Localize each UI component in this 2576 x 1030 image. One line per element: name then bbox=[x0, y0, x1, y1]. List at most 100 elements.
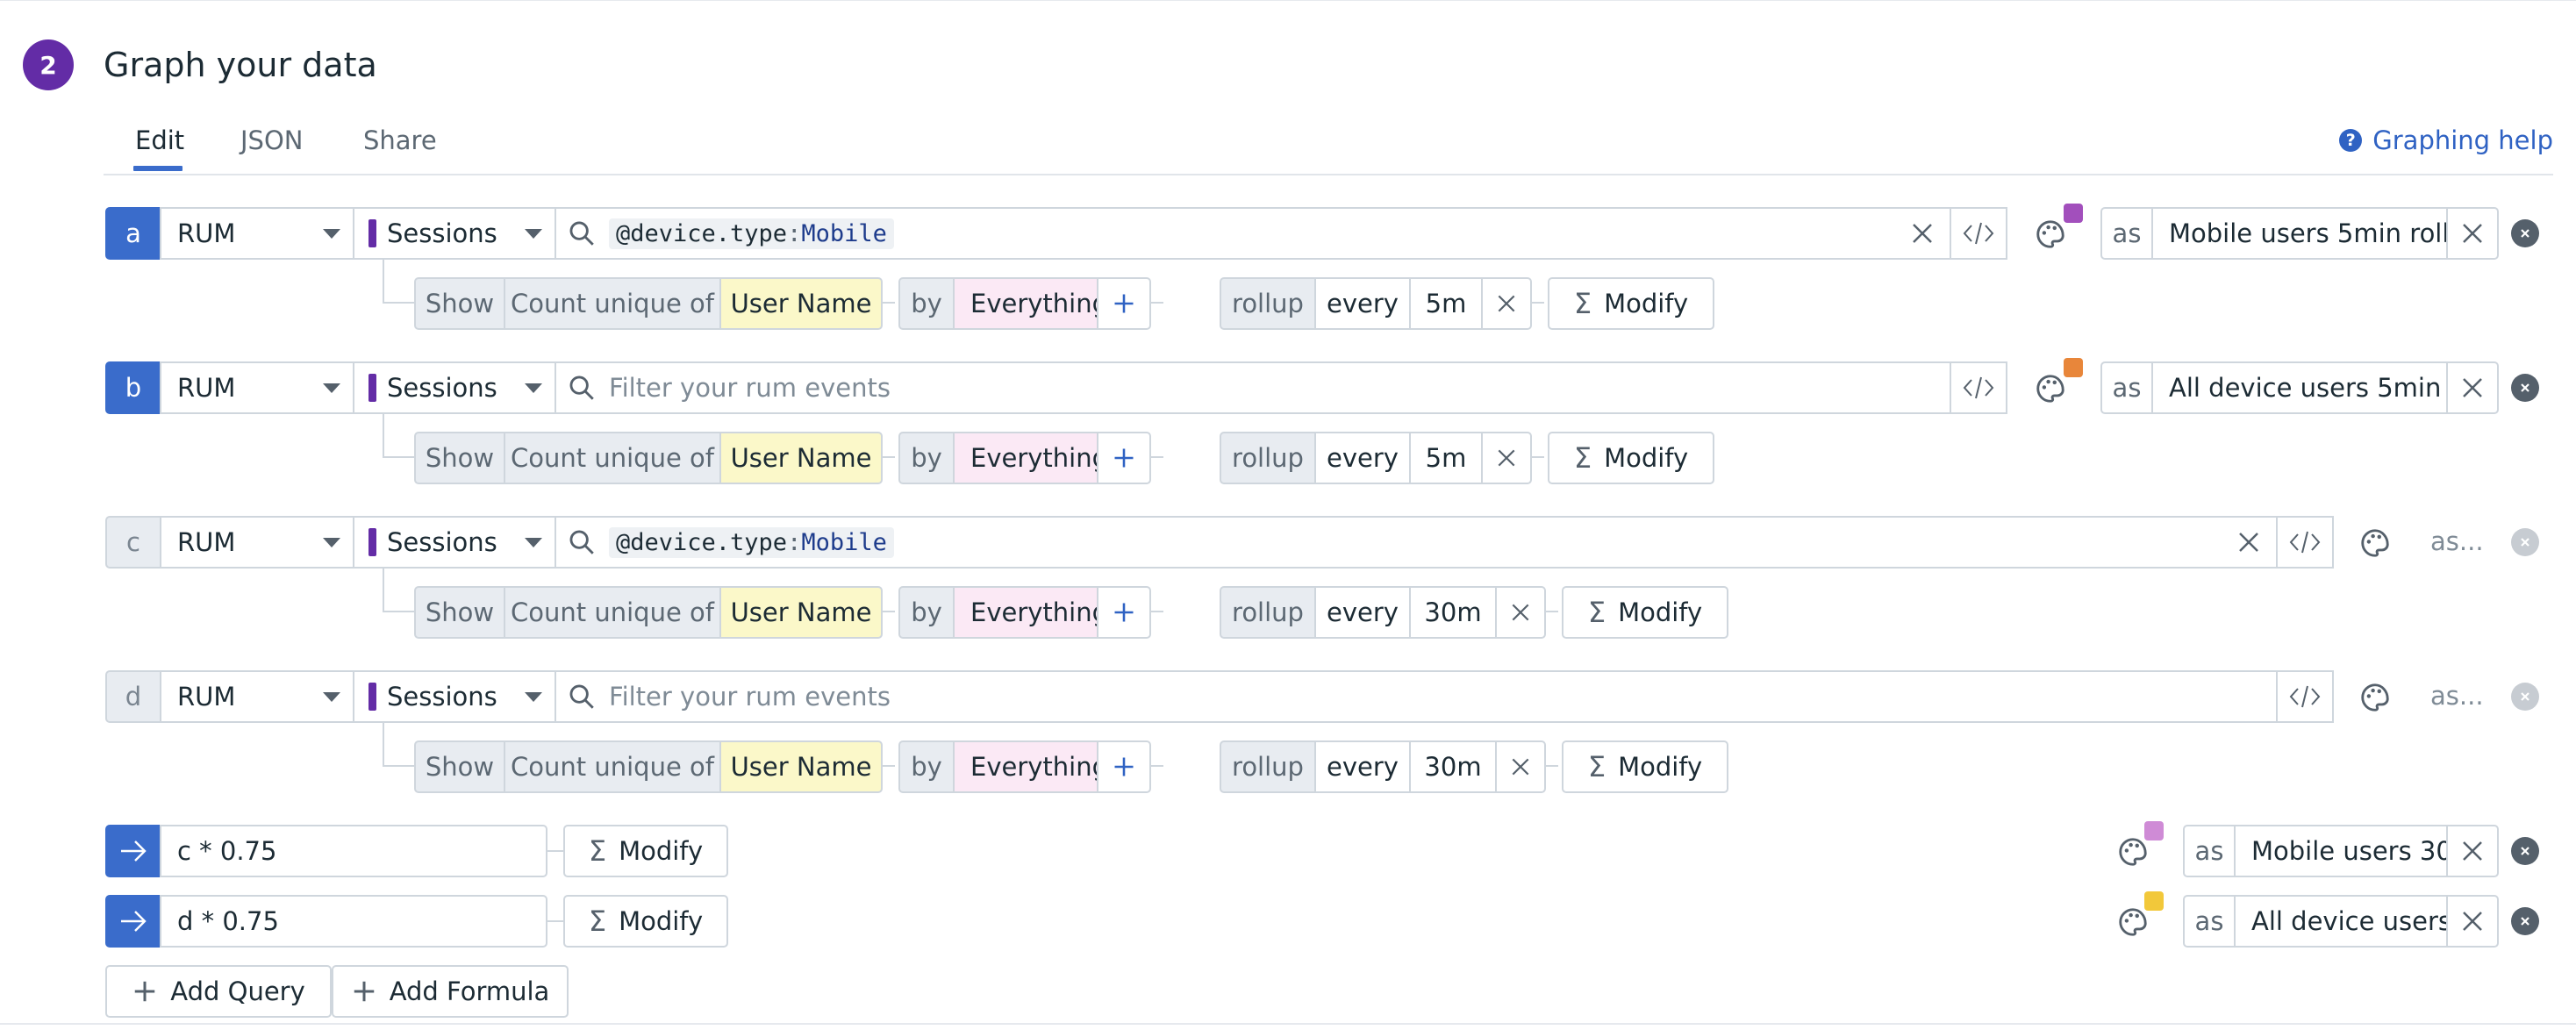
sigma-icon: Σ bbox=[588, 834, 607, 868]
search-query-input-c[interactable]: @device.type:Mobile bbox=[555, 516, 2278, 569]
source-select-b[interactable]: RUM bbox=[160, 361, 354, 414]
alias-input-b[interactable]: All device users 5min r bbox=[2151, 361, 2448, 414]
remove-formula-button-1[interactable] bbox=[2511, 837, 2539, 865]
palette-icon[interactable] bbox=[2358, 526, 2392, 560]
formula-arrow-2[interactable] bbox=[105, 895, 161, 948]
remove-rollup-button-c[interactable] bbox=[1495, 586, 1546, 639]
source-select-c[interactable]: RUM bbox=[160, 516, 354, 569]
query-letter-d[interactable]: d bbox=[105, 670, 161, 723]
dataset-select-a[interactable]: Sessions bbox=[353, 207, 556, 260]
formula-input-1[interactable]: c * 0.75 bbox=[160, 825, 547, 877]
bottom-divider bbox=[0, 1023, 2576, 1025]
add-formula-button[interactable]: Add Formula bbox=[332, 965, 569, 1018]
formula-modify-button-1[interactable]: Σ Modify bbox=[563, 825, 728, 877]
alias-input-a[interactable]: Mobile users 5min roll bbox=[2151, 207, 2448, 260]
measure-select-b[interactable]: User Name bbox=[719, 432, 883, 484]
dataset-select-d[interactable]: Sessions bbox=[353, 670, 556, 723]
alias-placeholder-c[interactable]: as... bbox=[2430, 526, 2484, 556]
aggregation-select-c[interactable]: Count unique of bbox=[504, 586, 721, 639]
modify-button-a[interactable]: Σ Modify bbox=[1548, 277, 1714, 330]
tree-connector bbox=[383, 723, 384, 767]
rollup-interval-a[interactable]: 5m bbox=[1409, 277, 1483, 330]
formula-input-2[interactable]: d * 0.75 bbox=[160, 895, 547, 948]
remove-circle-icon bbox=[2521, 917, 2529, 926]
palette-icon[interactable] bbox=[2116, 905, 2150, 939]
remove-formula-button-2[interactable] bbox=[2511, 907, 2539, 935]
clear-search-icon[interactable] bbox=[1909, 220, 1936, 247]
query-letter-c[interactable]: c bbox=[105, 516, 161, 569]
measure-select-c[interactable]: User Name bbox=[719, 586, 883, 639]
dataset-select-b[interactable]: Sessions bbox=[353, 361, 556, 414]
series-color-swatch-a[interactable] bbox=[2064, 204, 2083, 223]
palette-icon[interactable] bbox=[2034, 218, 2067, 251]
clear-alias-button-f2[interactable] bbox=[2446, 895, 2499, 948]
remove-query-button-a[interactable] bbox=[2511, 219, 2539, 247]
search-query-input-a[interactable]: @device.type:Mobile bbox=[555, 207, 1951, 260]
query-letter-b[interactable]: b bbox=[105, 361, 161, 414]
search-query-input-b[interactable]: Filter your rum events bbox=[555, 361, 1951, 414]
rollup-method-a[interactable]: every bbox=[1314, 277, 1411, 330]
add-group-button-c[interactable] bbox=[1097, 586, 1151, 639]
add-query-button[interactable]: Add Query bbox=[105, 965, 332, 1018]
source-select-d[interactable]: RUM bbox=[160, 670, 354, 723]
rollup-method-b[interactable]: every bbox=[1314, 432, 1411, 484]
clear-alias-button-a[interactable] bbox=[2446, 207, 2499, 260]
alias-placeholder-d[interactable]: as... bbox=[2430, 681, 2484, 711]
tab-edit[interactable]: Edit bbox=[135, 125, 185, 155]
close-icon bbox=[2463, 841, 2482, 861]
remove-query-button-c[interactable] bbox=[2511, 528, 2539, 556]
rollup-method-d[interactable]: every bbox=[1314, 740, 1411, 793]
add-group-button-b[interactable] bbox=[1097, 432, 1151, 484]
modify-button-b[interactable]: Σ Modify bbox=[1548, 432, 1714, 484]
query-letter-a[interactable]: a bbox=[105, 207, 161, 260]
code-view-button-c[interactable] bbox=[2276, 516, 2334, 569]
remove-query-button-b[interactable] bbox=[2511, 374, 2539, 402]
search-query-input-d[interactable]: Filter your rum events bbox=[555, 670, 2278, 723]
remove-rollup-button-d[interactable] bbox=[1495, 740, 1546, 793]
rollup-interval-b[interactable]: 5m bbox=[1409, 432, 1483, 484]
remove-rollup-button-a[interactable] bbox=[1481, 277, 1532, 330]
modify-button-d[interactable]: Σ Modify bbox=[1562, 740, 1728, 793]
series-color-swatch-f2[interactable] bbox=[2144, 891, 2164, 911]
query-tag[interactable]: @device.type:Mobile bbox=[609, 526, 894, 558]
clear-alias-button-b[interactable] bbox=[2446, 361, 2499, 414]
code-view-button-d[interactable] bbox=[2276, 670, 2334, 723]
code-view-button-b[interactable] bbox=[1950, 361, 2007, 414]
sigma-icon: Σ bbox=[1573, 287, 1592, 320]
clear-alias-button-f1[interactable] bbox=[2446, 825, 2499, 877]
measure-select-a[interactable]: User Name bbox=[719, 277, 883, 330]
group-by-tag-a[interactable]: Everything bbox=[953, 277, 1108, 330]
series-color-swatch-f1[interactable] bbox=[2144, 821, 2164, 840]
palette-icon[interactable] bbox=[2034, 372, 2067, 405]
alias-input-f2[interactable]: All device users bbox=[2234, 895, 2448, 948]
dataset-select-c[interactable]: Sessions bbox=[353, 516, 556, 569]
add-group-button-a[interactable] bbox=[1097, 277, 1151, 330]
rollup-method-c[interactable]: every bbox=[1314, 586, 1411, 639]
group-by-tag-b[interactable]: Everything bbox=[953, 432, 1108, 484]
group-by-tag-d[interactable]: Everything bbox=[953, 740, 1108, 793]
formula-modify-button-2[interactable]: Σ Modify bbox=[563, 895, 728, 948]
group-by-tag-c[interactable]: Everything bbox=[953, 586, 1108, 639]
alias-input-f1[interactable]: Mobile users 30 bbox=[2234, 825, 2448, 877]
code-view-button-a[interactable] bbox=[1950, 207, 2007, 260]
palette-icon[interactable] bbox=[2116, 835, 2150, 869]
formula-arrow-1[interactable] bbox=[105, 825, 161, 877]
aggregation-select-b[interactable]: Count unique of bbox=[504, 432, 721, 484]
rollup-interval-d[interactable]: 30m bbox=[1409, 740, 1497, 793]
aggregation-select-a[interactable]: Count unique of bbox=[504, 277, 721, 330]
clear-search-icon[interactable] bbox=[2236, 529, 2262, 555]
add-group-button-d[interactable] bbox=[1097, 740, 1151, 793]
measure-select-d[interactable]: User Name bbox=[719, 740, 883, 793]
modify-button-c[interactable]: Σ Modify bbox=[1562, 586, 1728, 639]
source-select-a[interactable]: RUM bbox=[160, 207, 354, 260]
tab-share[interactable]: Share bbox=[363, 125, 437, 155]
graphing-help-link[interactable]: ? Graphing help bbox=[2339, 123, 2553, 158]
tab-json[interactable]: JSON bbox=[240, 125, 304, 155]
series-color-swatch-b[interactable] bbox=[2064, 358, 2083, 377]
aggregation-select-d[interactable]: Count unique of bbox=[504, 740, 721, 793]
remove-rollup-button-b[interactable] bbox=[1481, 432, 1532, 484]
remove-query-button-d[interactable] bbox=[2511, 683, 2539, 711]
rollup-interval-c[interactable]: 30m bbox=[1409, 586, 1497, 639]
query-tag[interactable]: @device.type:Mobile bbox=[609, 218, 894, 249]
palette-icon[interactable] bbox=[2358, 681, 2392, 714]
